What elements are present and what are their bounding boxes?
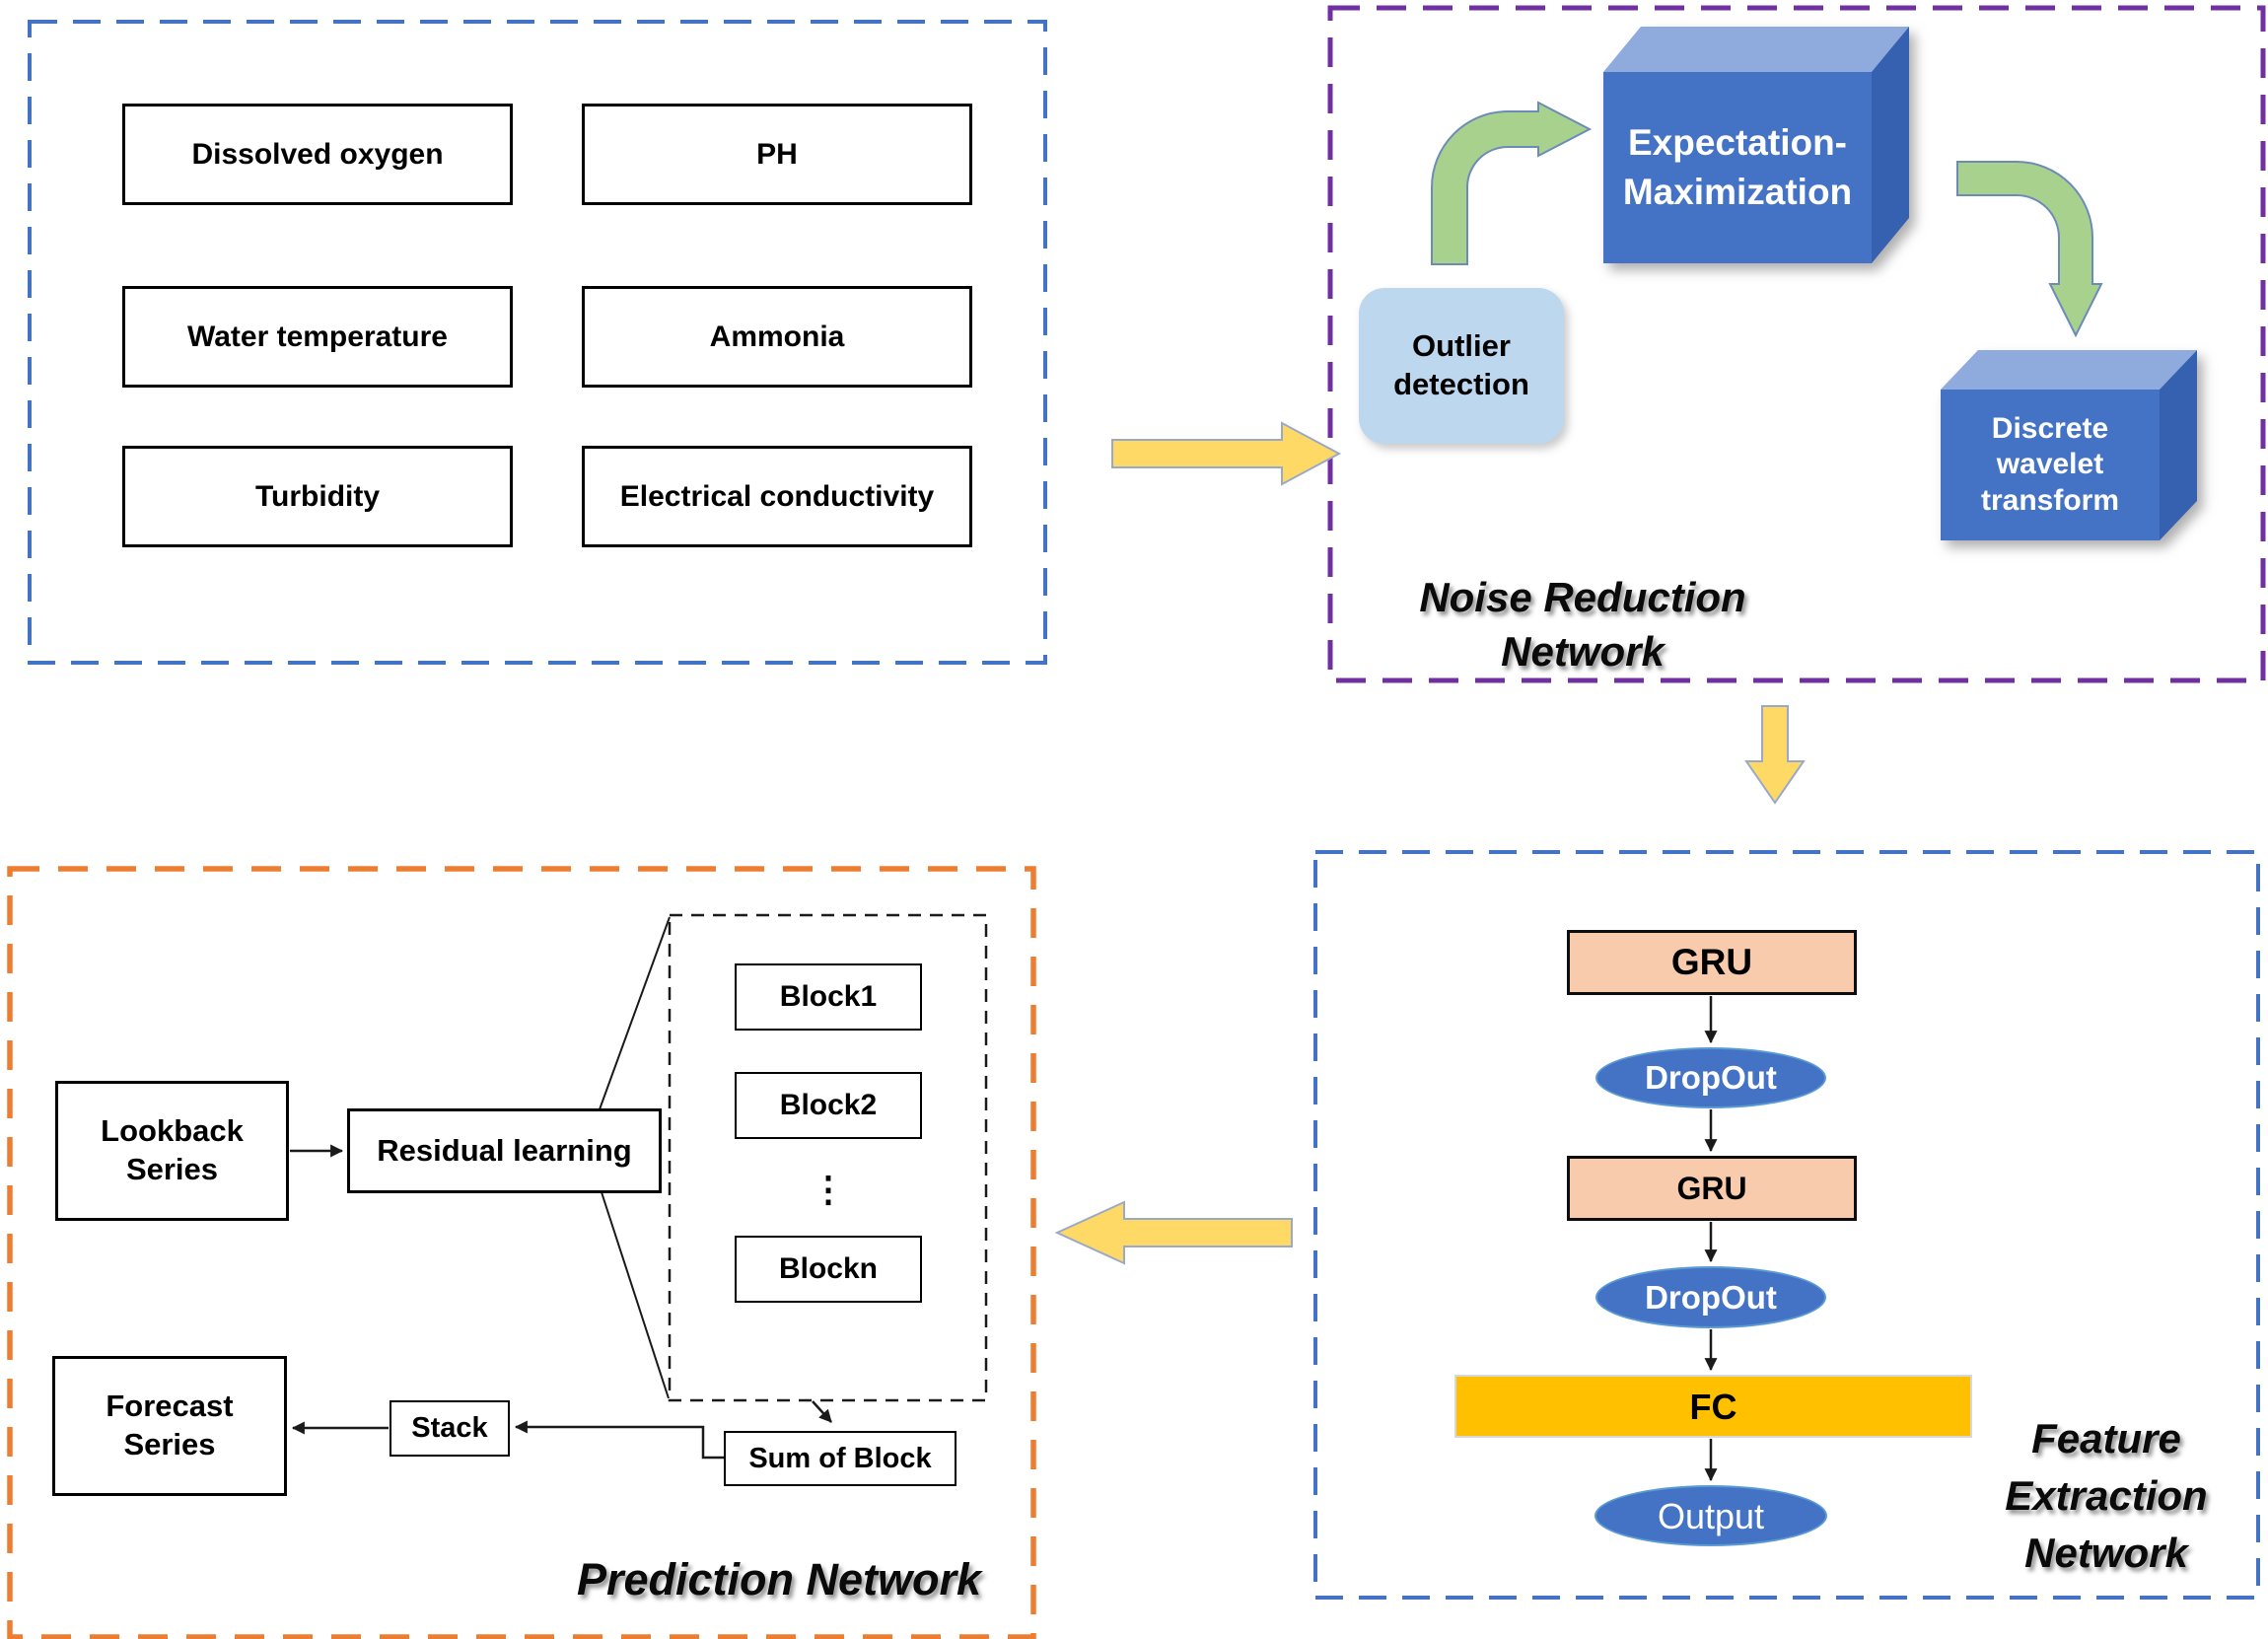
flow-arrow-inputs-to-noise	[1111, 421, 1342, 486]
outlier-detection-node: Outlier detection	[1359, 288, 1564, 444]
gru2-node: GRU	[1567, 1156, 1857, 1221]
noise-panel-border	[1327, 5, 2266, 683]
blocks-container-border	[668, 913, 988, 1402]
input-box-water-temperature: Water temperature	[122, 286, 513, 388]
prediction-panel-border	[7, 866, 1036, 1639]
stack-node: Stack	[390, 1400, 510, 1457]
blocks-ellipsis: ⋮	[811, 1168, 846, 1209]
dropout2-node: DropOut	[1595, 1266, 1826, 1328]
residual-learning-node: Residual learning	[347, 1108, 662, 1193]
curved-arrow-outlier-to-em	[1431, 101, 1593, 265]
block2-node: Block2	[735, 1072, 922, 1139]
fc-node: FC	[1454, 1375, 1972, 1438]
lookback-series-node: Lookback Series	[55, 1081, 289, 1221]
dwt-cube	[1941, 350, 2197, 540]
forecast-series-node: Forecast Series	[52, 1356, 287, 1496]
dropout1-node: DropOut	[1595, 1047, 1826, 1108]
input-box-turbidity: Turbidity	[122, 446, 513, 547]
feature-panel-title: Feature Extraction Network	[2005, 1415, 2208, 1576]
curved-arrow-em-to-dwt	[1956, 161, 2103, 338]
em-cube	[1603, 27, 1909, 263]
em-cube-label: Expectation- Maximization	[1622, 122, 1853, 212]
output-node: Output	[1595, 1485, 1827, 1546]
prediction-panel-title: Prediction Network	[576, 1554, 982, 1604]
input-box-ph: PH	[582, 104, 972, 205]
sum-of-block-node: Sum of Block	[724, 1431, 957, 1486]
feature-panel-border	[1313, 850, 2260, 1600]
block1-node: Block1	[735, 963, 922, 1031]
flow-arrow-feature-to-prediction	[1054, 1200, 1293, 1265]
noise-panel-title: Noise Reduction Network	[1419, 574, 1746, 676]
blockn-node: Blockn	[735, 1236, 922, 1303]
flow-arrow-noise-to-feature	[1744, 705, 1806, 805]
input-box-electrical-conductivity: Electrical conductivity	[582, 446, 972, 547]
arrow-sum-stack	[514, 1420, 724, 1460]
gru1-node: GRU	[1567, 930, 1857, 995]
expansion-line-bottom	[601, 1191, 670, 1399]
expansion-line-top	[599, 916, 671, 1110]
arrow-blocks-sum	[812, 1400, 832, 1423]
input-box-ammonia: Ammonia	[582, 286, 972, 388]
dwt-cube-label: Discrete wavelet transform	[1980, 411, 2120, 517]
input-box-dissolved-oxygen: Dissolved oxygen	[122, 104, 513, 205]
